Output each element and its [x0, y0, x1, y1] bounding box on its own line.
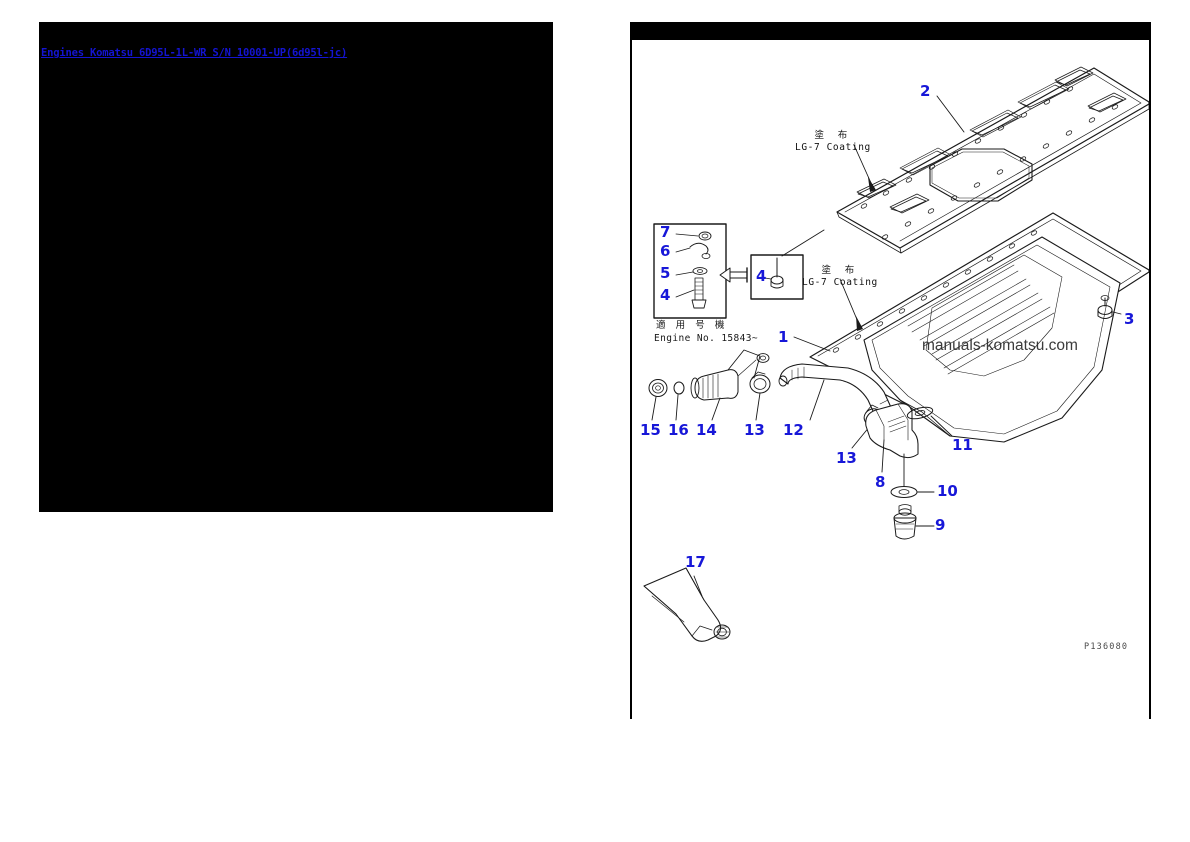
- callout-16: 16: [668, 421, 689, 439]
- callout-14: 14: [696, 421, 717, 439]
- coating-note-top-jp: 塗 布: [814, 130, 852, 141]
- part-3-plug: [1097, 295, 1113, 319]
- callout-9: 9: [935, 516, 946, 534]
- left-content-panel: Engines Komatsu 6D95L-1L-WR S/N 10001-UP…: [39, 22, 553, 512]
- diagram-frame-right-border: [1149, 40, 1151, 719]
- callout-5: 5: [660, 264, 671, 282]
- coating-note-bottom-en: LG-7 Coating: [802, 276, 878, 288]
- diagram-header-bar: [630, 22, 1151, 40]
- part-17-dipstick: [643, 567, 731, 642]
- callout-12: 12: [783, 421, 804, 439]
- leader-coating-top: [853, 144, 872, 184]
- leader-2: [936, 95, 965, 133]
- callout-6: 6: [660, 242, 671, 260]
- part-16-oring: [673, 381, 685, 395]
- part-15-ring: [648, 379, 668, 397]
- callout-3: 3: [1124, 310, 1135, 328]
- part-9-plug: [893, 504, 917, 540]
- coating-note-bottom: 塗 布 LG-7 Coating: [802, 265, 878, 289]
- detail-link-arrow: [719, 267, 748, 283]
- callout-4-a: 4: [660, 286, 671, 304]
- callout-1: 1: [778, 328, 789, 346]
- leader-1: [793, 336, 831, 352]
- diagram-artwork: [643, 66, 1149, 642]
- coating-note-top: 塗 布 LG-7 Coating: [795, 130, 871, 154]
- leader-3: [1112, 311, 1122, 315]
- diagram-part-code: P136080: [1084, 642, 1129, 652]
- callout-8: 8: [875, 473, 886, 491]
- part-10-washer: [890, 486, 918, 498]
- detail-box-left: [653, 223, 727, 319]
- callout-13-b: 13: [836, 449, 857, 467]
- applicable-machine-jp: 適 用 号 機: [656, 320, 727, 331]
- callout-10: 10: [937, 482, 958, 500]
- callout-13-a: 13: [744, 421, 765, 439]
- applicable-machine-engine-no: Engine No. 15843~: [654, 333, 759, 344]
- callout-4-b: 4: [756, 267, 767, 285]
- callout-15: 15: [640, 421, 661, 439]
- lower-oil-pan: [809, 212, 1149, 443]
- diagram-frame-left-border: [630, 40, 632, 719]
- part-13a-clamp: [749, 371, 771, 394]
- callout-11: 11: [952, 436, 973, 454]
- part-14-connector: [690, 349, 770, 401]
- coating-note-bottom-jp: 塗 布: [821, 265, 859, 276]
- callout-7: 7: [660, 223, 671, 241]
- leader-coating-bottom: [839, 278, 859, 323]
- parts-diagram-panel: 1 2 3 4 5 6 7 4 8 9 10 11 12 13 13 14 15…: [630, 22, 1151, 719]
- detail-box-right: [750, 229, 825, 300]
- catalog-link[interactable]: Engines Komatsu 6D95L-1L-WR S/N 10001-UP…: [41, 47, 348, 59]
- coating-note-top-en: LG-7 Coating: [795, 141, 871, 153]
- diagram-canvas: 1 2 3 4 5 6 7 4 8 9 10 11 12 13 13 14 15…: [632, 40, 1149, 719]
- part-11-washer: [906, 406, 934, 420]
- part-8-elbow: [865, 403, 919, 459]
- site-watermark: manuals-komatsu.com: [922, 337, 1078, 354]
- callout-17: 17: [685, 553, 706, 571]
- upper-oil-pan-plate: [836, 66, 1149, 254]
- callout-2: 2: [920, 82, 931, 100]
